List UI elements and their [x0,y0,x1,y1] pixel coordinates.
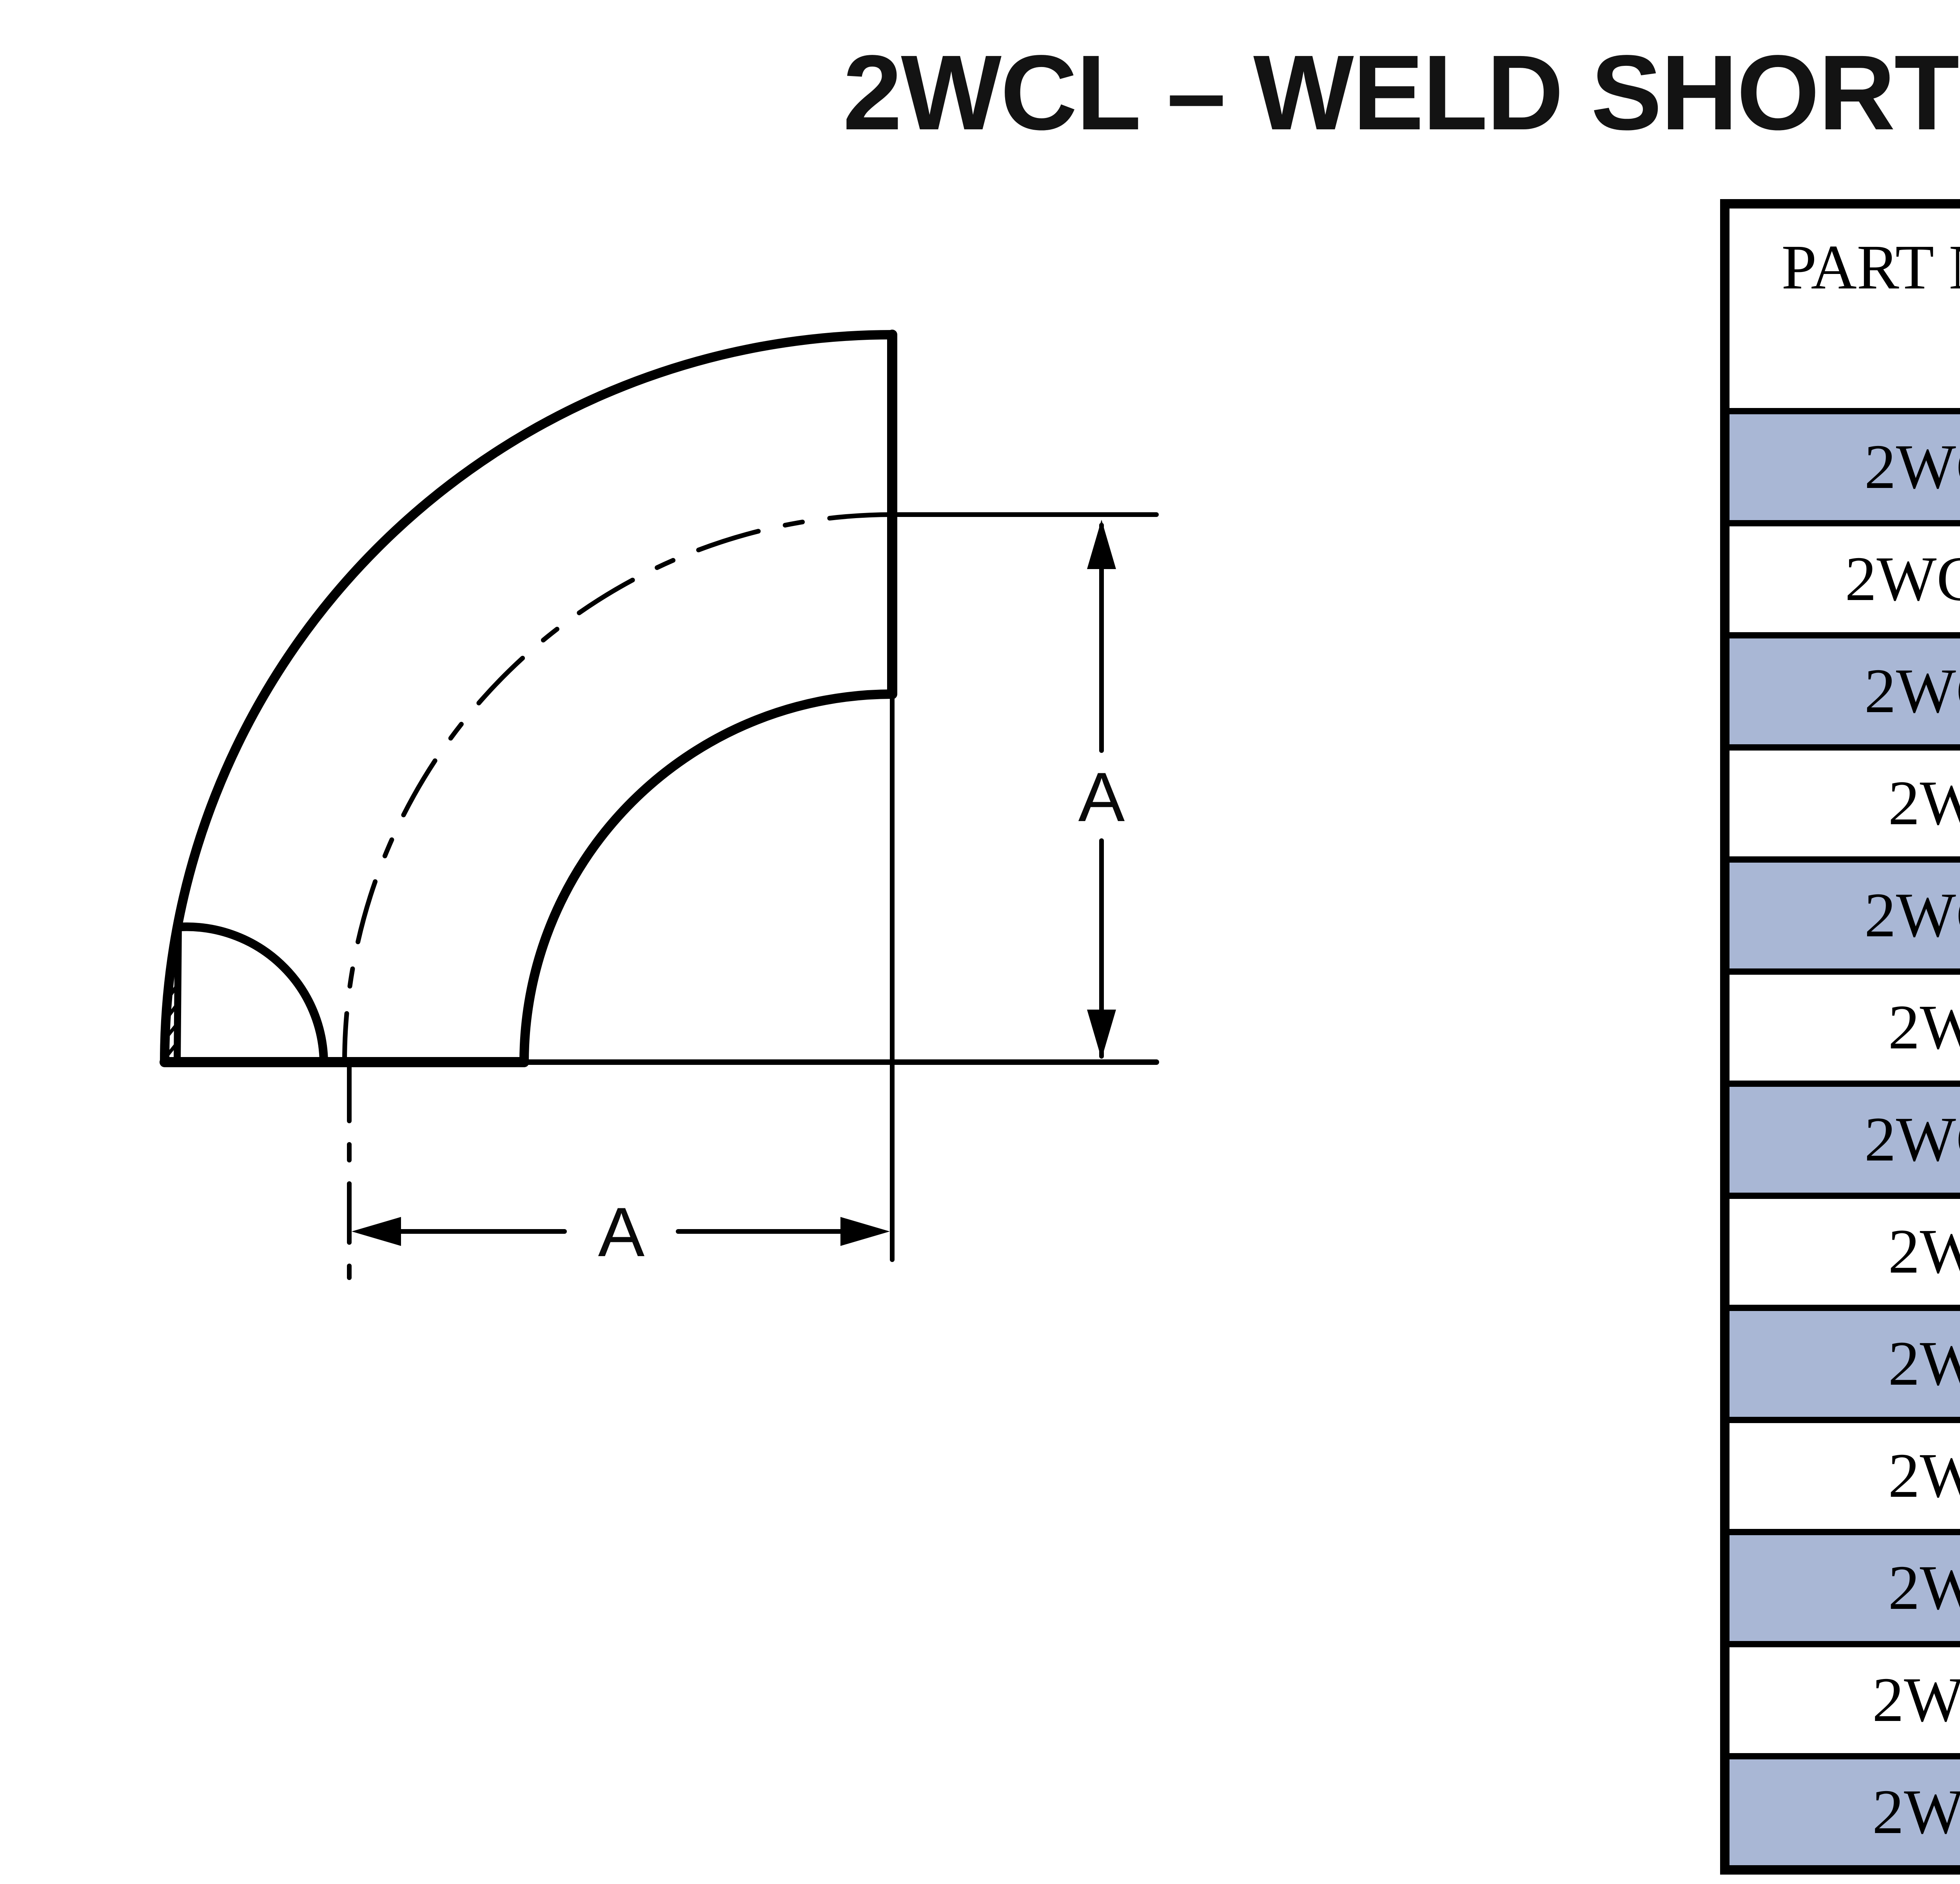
arrow-up-icon [1087,520,1116,569]
centerline-arc [342,512,895,1064]
elbow-diagram: A A [160,330,1159,1280]
table-row: 2WCL-10 10 15.000 [1722,1641,1960,1759]
arrow-right-icon [840,1217,890,1246]
column-header-part-number: PART NUMBER [1722,201,1960,414]
arrow-left-icon [352,1217,401,1246]
cell-part-number: 2WCL-10 [1722,1641,1960,1759]
cell-part-number: 2WCL-12 [1722,1753,1960,1873]
arrow-down-icon [1087,1010,1116,1059]
table-row: 2WCL-6 6 9.000 [1722,1417,1960,1535]
vertical-dimension-label: A [1078,758,1125,836]
cell-part-number: 2WCL-2.5 [1722,1081,1960,1199]
elbow-inner-arc [519,689,897,1067]
table-row: 2WCL-.50L 1/2 1.125 [1722,520,1960,638]
table-row: 2WCL-2.5 2-1/2 3.750 [1722,1081,1960,1199]
cell-part-number: 2WCL-.75 [1722,632,1960,751]
spec-table: PART NUMBER SIZE (inches) A (inches) 2WC… [1720,199,1960,1875]
cell-part-number: 2WCL-2 [1722,968,1960,1087]
spec-table-header: PART NUMBER SIZE (inches) A (inches) [1722,201,1960,414]
table-row: 2WCL-2 2 3.000 [1722,968,1960,1087]
table-row: 2WCL-.50 1/2 .750 [1722,408,1960,526]
elbow-outer-arc [160,330,897,1067]
table-row: 2WCL-12 12 18.000 [1722,1753,1960,1873]
cell-part-number: 2WCL-.50L [1722,520,1960,638]
table-row: 2WCL-4 4 6.000 [1722,1305,1960,1423]
column-title: PART NUMBER [1781,232,1960,303]
cell-part-number: 2WCL-.50 [1722,408,1960,526]
horizontal-dimension: A [352,1193,890,1271]
table-row: 2WCL-1 1 1.500 [1722,744,1960,863]
table-row: 2WCL-1.5 1-1/2 2.250 [1722,856,1960,975]
cell-part-number: 2WCL-4 [1722,1305,1960,1423]
cell-part-number: 2WCL-6 [1722,1417,1960,1535]
cell-part-number: 2WCL-1 [1722,744,1960,863]
cell-part-number: 2WCL-8 [1722,1529,1960,1647]
cell-part-number: 2WCL-1.5 [1722,856,1960,975]
table-row: 2WCL-8 8 12.000 [1722,1529,1960,1647]
page-title: 2WCL – WELD SHORT 90 DEGREE ELBOW [843,33,1960,152]
table-row: 2WCL-3 3 4.500 [1722,1193,1960,1311]
table-row: 2WCL-.75 3/4 1.125 [1722,632,1960,751]
wall-hatching [163,929,181,1060]
horizontal-dimension-label: A [598,1193,645,1271]
cell-part-number: 2WCL-3 [1722,1193,1960,1311]
header-row: PART NUMBER SIZE (inches) A (inches) [1722,201,1960,414]
vertical-dimension: A [1078,520,1125,1059]
bore-opening-arc [176,922,328,1066]
